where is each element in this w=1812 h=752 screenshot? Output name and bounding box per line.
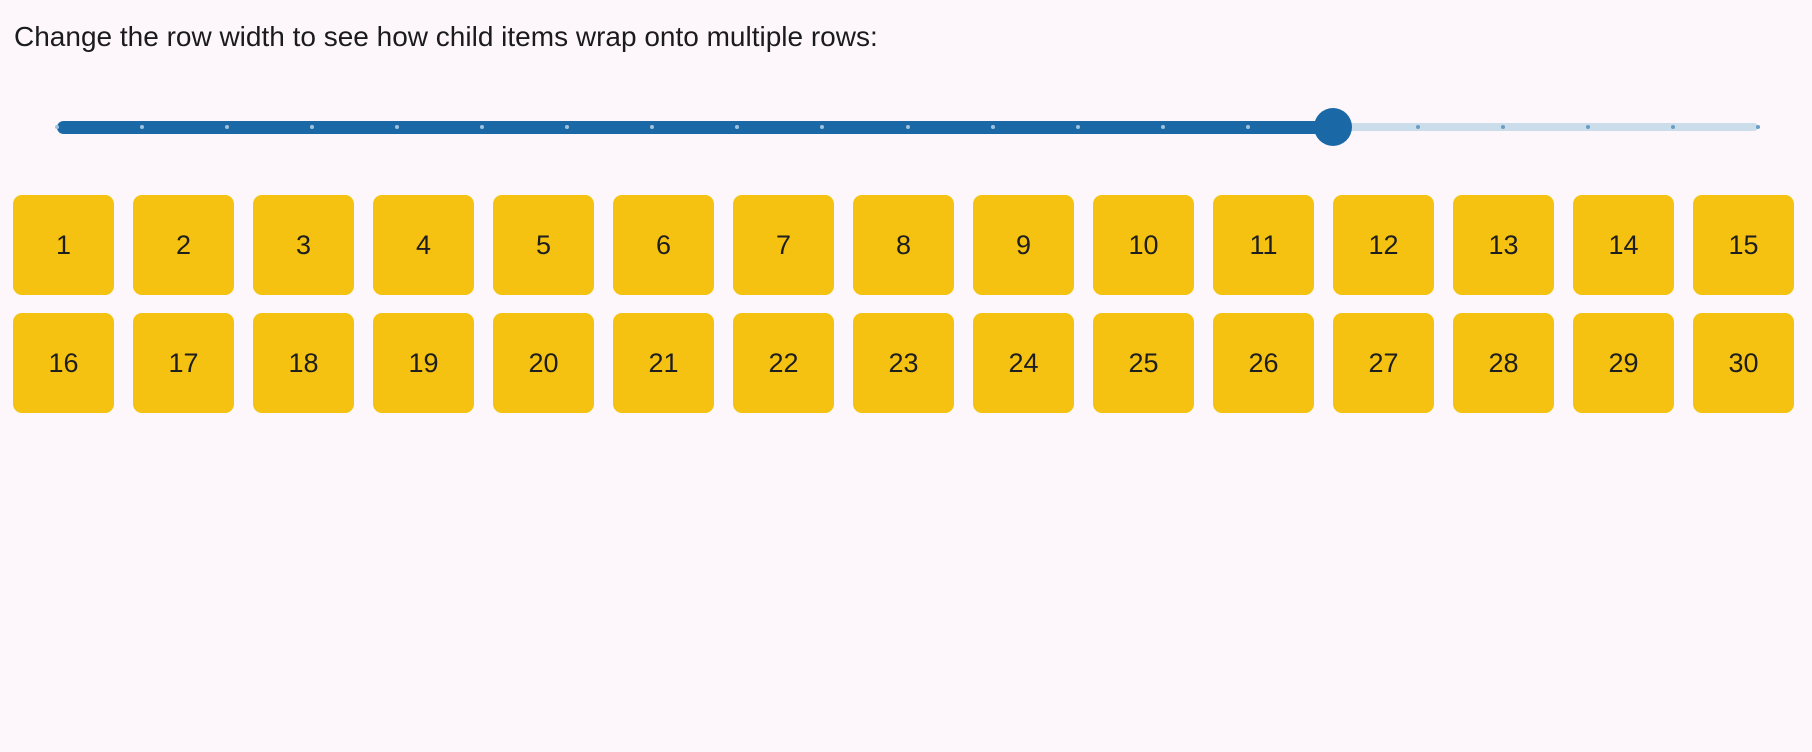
grid-item: 27 [1333,313,1434,413]
slider-tick [990,125,995,129]
slider-tick [1500,125,1505,129]
slider-tick [1670,125,1675,129]
grid-item: 6 [613,195,714,295]
grid-item: 15 [1693,195,1794,295]
slider-tick [1075,125,1080,129]
slider-tick [1415,125,1420,129]
slider-tick [1160,125,1165,129]
slider-tick [905,125,910,129]
slider-tick [310,125,315,129]
grid-item: 23 [853,313,954,413]
grid-item: 20 [493,313,594,413]
slider-thumb[interactable] [1313,108,1352,146]
slider-tick [820,125,825,129]
grid-item: 19 [373,313,474,413]
slider-tick [395,125,400,129]
grid-item: 9 [973,195,1074,295]
grid-item: 28 [1453,313,1554,413]
slider-tick [55,125,59,129]
grid-item: 14 [1573,195,1674,295]
slider-tick [565,125,570,129]
slider-tick [1585,125,1590,129]
grid-item: 8 [853,195,954,295]
grid-item: 18 [253,313,354,413]
slider-tick [650,125,655,129]
slider-tick [1245,125,1250,129]
slider-tick [1756,125,1760,129]
grid-item: 3 [253,195,354,295]
grid-item: 12 [1333,195,1434,295]
slider-tick [735,125,740,129]
slider-tick [225,125,230,129]
slider-tick [140,125,145,129]
grid-item: 25 [1093,313,1194,413]
grid-item: 21 [613,313,714,413]
grid-item: 1 [13,195,114,295]
grid-item: 10 [1093,195,1194,295]
grid-item: 2 [133,195,234,295]
grid-item: 7 [733,195,834,295]
instruction-text: Change the row width to see how child it… [14,21,878,52]
grid-item: 26 [1213,313,1314,413]
grid-item: 30 [1693,313,1794,413]
grid-item: 11 [1213,195,1314,295]
grid-item: 5 [493,195,594,295]
grid-item: 4 [373,195,474,295]
slider-tick [480,125,485,129]
grid-item: 17 [133,313,234,413]
slider-filled-track[interactable] [57,120,1333,134]
grid-item: 13 [1453,195,1554,295]
grid-item: 16 [13,313,114,413]
grid-item: 22 [733,313,834,413]
grid-item: 29 [1573,313,1674,413]
row-width-slider[interactable] [55,108,1760,146]
grid-item: 24 [973,313,1074,413]
